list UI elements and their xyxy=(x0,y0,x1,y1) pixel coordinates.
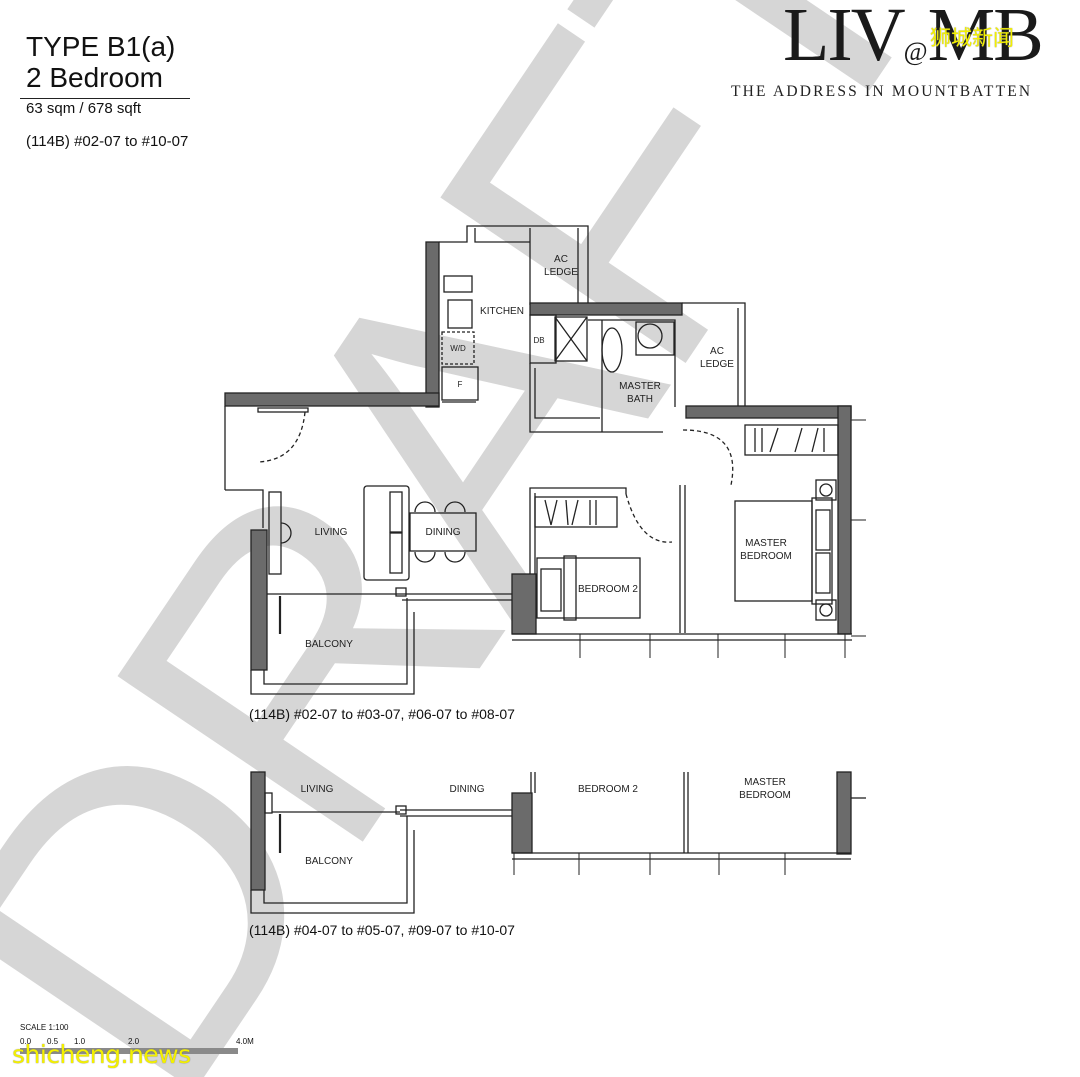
wall-master-top xyxy=(685,405,852,419)
site-watermark-cn: 狮城新闻 xyxy=(930,26,1014,50)
alt-wall-left xyxy=(250,771,266,891)
alt-wall-mid xyxy=(511,792,533,854)
label-ac-ledge-2a: AC xyxy=(710,346,724,357)
scale-bar xyxy=(20,1048,238,1054)
label-living: LIVING xyxy=(315,527,348,538)
wall-bedroom2-left xyxy=(511,573,537,635)
unit-area: 63 sqm / 678 sqft xyxy=(26,100,142,117)
label-master-bedroom-b: BEDROOM xyxy=(740,551,792,562)
unit-type-title: TYPE B1(a) xyxy=(26,31,176,62)
caption-alt-plan: (114B) #04-07 to #05-07, #09-07 to #10-0… xyxy=(249,922,515,938)
wall-living-left xyxy=(250,529,268,671)
alt-wall-right xyxy=(836,771,852,855)
caption-main-plan: (114B) #02-07 to #03-07, #06-07 to #08-0… xyxy=(249,706,515,722)
label-dining: DINING xyxy=(426,527,461,538)
label-kitchen: KITCHEN xyxy=(480,306,524,317)
wall-top-living xyxy=(224,392,440,407)
label-master-bath-a: MASTER xyxy=(619,381,661,392)
site-watermark-en: shicheng.news xyxy=(12,1040,191,1069)
scale-tick-2: 2.0 xyxy=(128,1037,140,1046)
label-ac-ledge-1a: AC xyxy=(554,254,568,265)
label-balcony: BALCONY xyxy=(305,639,353,650)
label-ac-ledge-1b: LEDGE xyxy=(544,267,578,278)
label-ac-ledge-2b: LEDGE xyxy=(700,359,734,370)
alt-label-master-bedroom-b: BEDROOM xyxy=(739,790,791,801)
alt-label-dining: DINING xyxy=(450,784,485,795)
scale-tick-4: 4.0M xyxy=(236,1037,254,1046)
logo-at: @ xyxy=(903,37,928,66)
wall-bath-top xyxy=(529,302,683,316)
label-bedroom-2: BEDROOM 2 xyxy=(578,584,638,595)
alt-label-living: LIVING xyxy=(301,784,334,795)
scale-label: SCALE 1:100 xyxy=(20,1023,69,1032)
label-master-bath-b: BATH xyxy=(627,394,653,405)
wall-master-right xyxy=(837,405,852,635)
alt-label-balcony: BALCONY xyxy=(305,856,353,867)
scale-tick-0: 0.0 xyxy=(20,1037,32,1046)
title-divider xyxy=(20,98,190,99)
unit-range: (114B) #02-07 to #10-07 xyxy=(26,133,189,150)
label-db: DB xyxy=(533,336,544,345)
logo-liv: LIV xyxy=(783,0,906,77)
brand-logo: LIV@MB xyxy=(783,0,1044,87)
label-wd: W/D xyxy=(450,344,466,353)
logo-mb: MB xyxy=(927,0,1044,77)
alt-label-bedroom-2: BEDROOM 2 xyxy=(578,784,638,795)
scale-tick-05: 0.5 xyxy=(47,1037,59,1046)
bedroom-count: 2 Bedroom xyxy=(26,62,163,93)
brand-tagline: THE ADDRESS IN MOUNTBATTEN xyxy=(731,83,1033,100)
wall-kitchen-left xyxy=(425,241,440,408)
scale-tick-1: 1.0 xyxy=(74,1037,86,1046)
label-fridge: F xyxy=(458,380,463,389)
label-master-bedroom-a: MASTER xyxy=(745,538,787,549)
alt-label-master-bedroom-a: MASTER xyxy=(744,777,786,788)
